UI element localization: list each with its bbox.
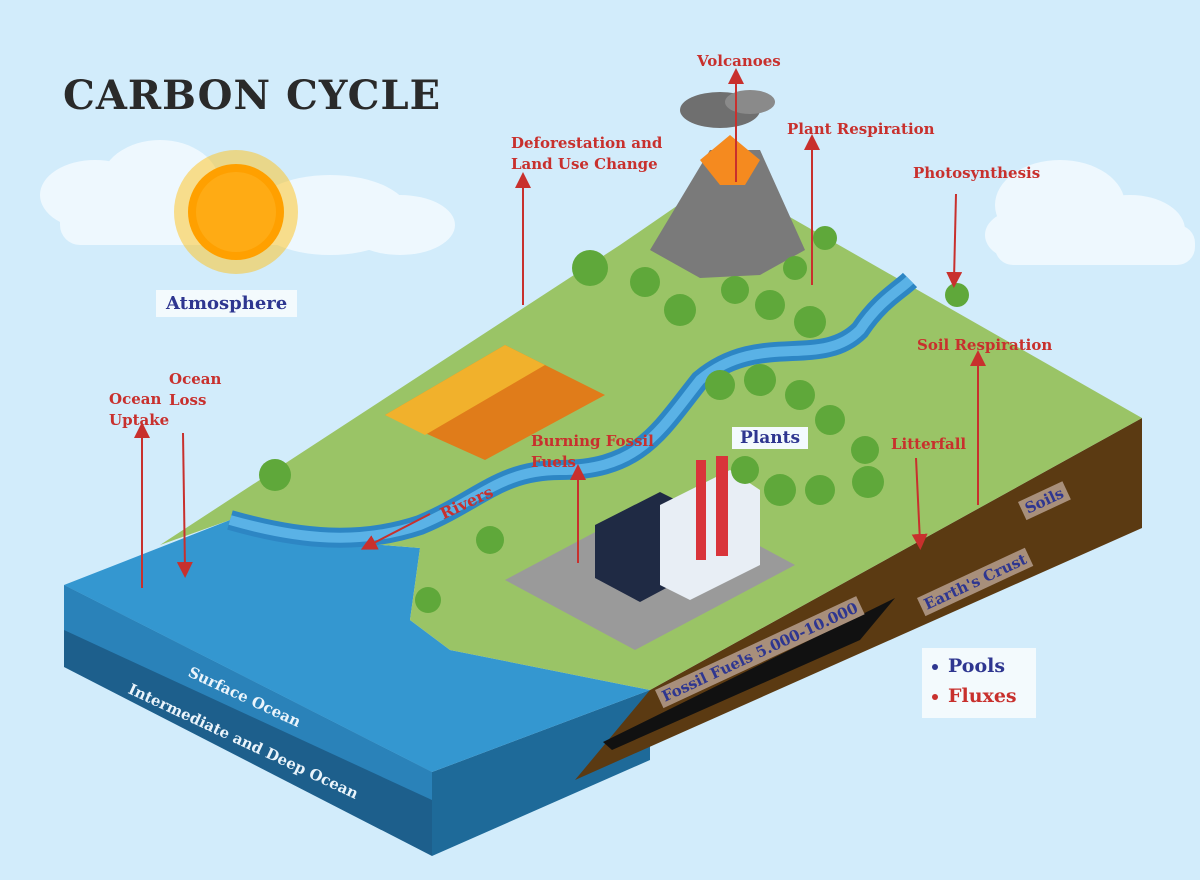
legend: Pools Fluxes xyxy=(922,648,1036,718)
photosynthesis-label: Photosynthesis xyxy=(913,164,1041,182)
crop-field xyxy=(385,345,605,460)
legend-pools: Pools xyxy=(932,655,1005,677)
ocean-loss-label-line1: Ocean xyxy=(169,370,222,388)
ocean-uptake-label-line1: Ocean xyxy=(109,390,162,408)
ocean-block xyxy=(64,520,650,856)
burning-fossil-fuels-label-line1: Burning Fossil xyxy=(531,432,654,450)
flux-dot-icon xyxy=(932,694,938,700)
volcano-icon xyxy=(650,90,805,278)
cloud-right xyxy=(985,160,1195,265)
legend-fluxes-text: Fluxes xyxy=(948,685,1017,707)
legend-fluxes: Fluxes xyxy=(932,685,1017,707)
plants-label: Plants xyxy=(732,427,809,449)
plant-respiration-label: Plant Respiration xyxy=(787,120,935,138)
litterfall-label: Litterfall xyxy=(891,435,967,453)
forest-trees xyxy=(259,226,969,613)
pool-dot-icon xyxy=(932,664,938,670)
factory-lot xyxy=(505,456,795,650)
volcanoes-label: Volcanoes xyxy=(697,52,781,70)
ocean-uptake-label-line2: Uptake xyxy=(109,411,170,429)
soil-block xyxy=(575,418,1142,780)
ocean-loss-label-line2: Loss xyxy=(169,391,207,409)
atmosphere-label: Atmosphere xyxy=(156,290,298,317)
flux-arrows xyxy=(134,68,986,588)
deforestation-label-line2: Land Use Change xyxy=(511,155,658,173)
sun-icon xyxy=(174,150,298,274)
legend-pools-text: Pools xyxy=(948,655,1006,677)
page-title: CARBON CYCLE xyxy=(63,72,442,119)
deforestation-label-line1: Deforestation and xyxy=(511,134,663,152)
burning-fossil-fuels-label-line2: Fuels xyxy=(531,453,576,471)
soil-respiration-label: Soil Respiration xyxy=(917,336,1053,354)
